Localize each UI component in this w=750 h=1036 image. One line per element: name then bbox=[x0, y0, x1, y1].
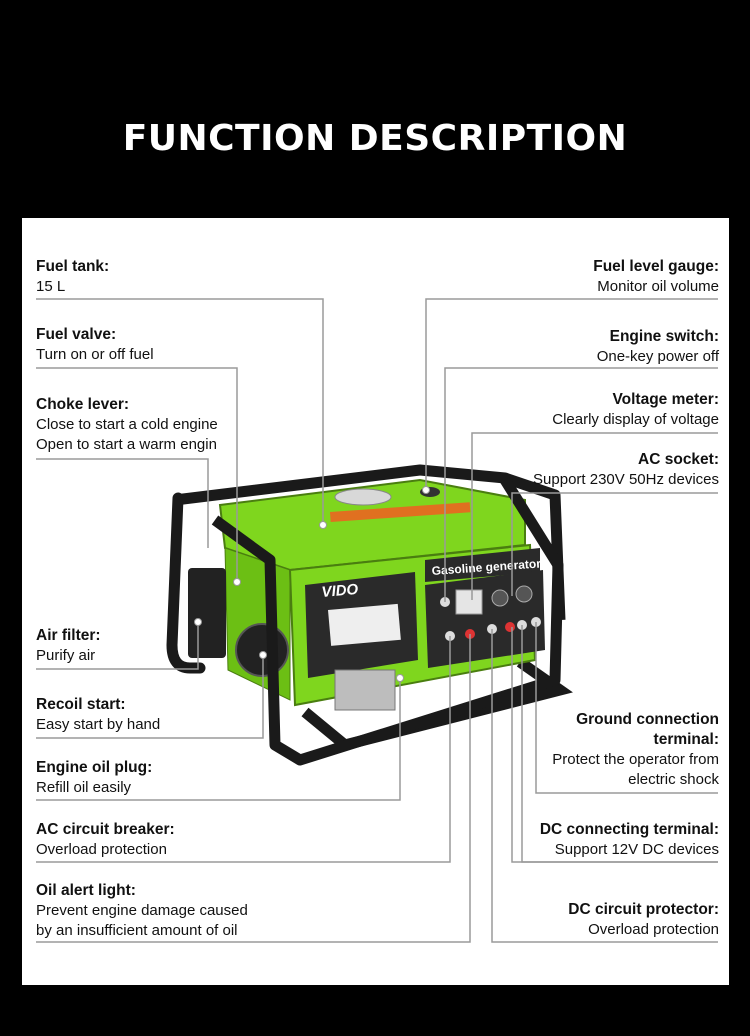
label-title: Recoil start: bbox=[36, 696, 126, 713]
label-desc: Refill oil easily bbox=[36, 779, 132, 796]
leader-fuel-tank bbox=[36, 298, 324, 525]
label-desc: Clearly display of voltage bbox=[552, 411, 719, 428]
brand-logo: VIDO bbox=[321, 581, 359, 601]
label-title: Engine oil plug: bbox=[36, 759, 153, 776]
label-ground-terminal: Ground connection terminal: Protect the … bbox=[552, 710, 719, 790]
label-voltage-meter: Voltage meter: Clearly display of voltag… bbox=[552, 390, 719, 430]
ac-socket-shape-2 bbox=[515, 585, 533, 603]
frame-left bbox=[166, 492, 206, 674]
label-title: AC socket: bbox=[638, 451, 719, 468]
label-oil-alert: Oil alert light: Prevent engine damage c… bbox=[36, 881, 248, 941]
leader-oil-alert bbox=[36, 634, 471, 943]
label-desc: Turn on or off fuel bbox=[36, 346, 154, 363]
label-desc: Open to start a warm engin bbox=[36, 436, 217, 453]
label-title: Ground connection bbox=[576, 711, 719, 728]
label-desc: Overload protection bbox=[36, 841, 167, 858]
label-desc: Overload protection bbox=[588, 921, 719, 938]
leader-dot bbox=[319, 521, 327, 529]
label-title: Choke lever: bbox=[36, 396, 130, 413]
label-title: Fuel tank: bbox=[36, 258, 110, 275]
label-ac-socket: AC socket: Support 230V 50Hz devices bbox=[533, 450, 719, 490]
label-title-cont: terminal: bbox=[653, 731, 719, 748]
label-ac-breaker: AC circuit breaker: Overload protection bbox=[36, 820, 175, 860]
leader-dot bbox=[396, 674, 404, 682]
label-engine-oil-plug: Engine oil plug: Refill oil easily bbox=[36, 758, 152, 798]
leader-choke-lever bbox=[36, 458, 209, 548]
warning-stripe bbox=[329, 502, 471, 522]
frame-front bbox=[211, 477, 564, 766]
leader-engine-oil-plug bbox=[36, 678, 401, 801]
leader-fuel-valve bbox=[36, 367, 238, 582]
label-desc: Support 230V 50Hz devices bbox=[533, 471, 719, 488]
leader-dot bbox=[422, 486, 430, 494]
label-choke-lever: Choke lever: Close to start a cold engin… bbox=[36, 395, 218, 455]
voltage-meter-shape bbox=[455, 589, 483, 615]
label-title: Fuel valve: bbox=[36, 326, 117, 343]
leader-dc-protector bbox=[491, 629, 718, 943]
label-air-filter: Air filter: Purify air bbox=[36, 626, 101, 666]
leader-dot bbox=[233, 578, 241, 586]
label-title: DC connecting terminal: bbox=[539, 821, 719, 838]
label-title: AC circuit breaker: bbox=[36, 821, 175, 838]
label-desc: One-key power off bbox=[596, 348, 719, 365]
label-desc: 15 L bbox=[36, 278, 66, 295]
leader-dot bbox=[194, 618, 202, 626]
leader-air-filter bbox=[36, 622, 199, 670]
label-desc: Support 12V DC devices bbox=[554, 841, 719, 858]
fuel-cap bbox=[334, 488, 392, 506]
label-title: Voltage meter: bbox=[612, 391, 719, 408]
label-desc: Close to start a cold engine bbox=[36, 416, 218, 433]
label-engine-switch: Engine switch: One-key power off bbox=[597, 327, 719, 367]
leader-engine-switch bbox=[444, 367, 718, 602]
leader-ac-breaker bbox=[36, 636, 451, 863]
leader-fuel-gauge bbox=[425, 298, 718, 490]
spec-sticker bbox=[328, 603, 401, 646]
leader-dc-terminal-2 bbox=[521, 625, 718, 863]
leader-recoil-start bbox=[36, 655, 264, 739]
label-fuel-valve: Fuel valve: Turn on or off fuel bbox=[36, 325, 154, 365]
label-dc-protector: DC circuit protector: Overload protectio… bbox=[568, 900, 719, 940]
label-desc: by an insufficient amount of oil bbox=[36, 922, 238, 939]
leader-ground-terminal bbox=[535, 622, 718, 794]
control-panel bbox=[425, 570, 545, 668]
label-title: Air filter: bbox=[36, 627, 101, 644]
leader-ac-socket bbox=[511, 492, 718, 596]
label-fuel-gauge: Fuel level gauge: Monitor oil volume bbox=[593, 257, 719, 297]
label-desc: Purify air bbox=[36, 647, 96, 664]
label-desc: Protect the operator from bbox=[552, 751, 719, 768]
page-title: FUNCTION DESCRIPTION bbox=[122, 118, 628, 159]
label-title: Fuel level gauge: bbox=[593, 258, 719, 275]
label-recoil-start: Recoil start: Easy start by hand bbox=[36, 695, 160, 735]
label-desc: Monitor oil volume bbox=[597, 278, 719, 295]
engine-block bbox=[334, 669, 396, 711]
label-title: Engine switch: bbox=[609, 328, 719, 345]
label-title: Oil alert light: bbox=[36, 882, 136, 899]
label-desc: Prevent engine damage caused bbox=[36, 902, 248, 919]
frame-back bbox=[174, 464, 566, 621]
leader-dot bbox=[259, 651, 267, 659]
leader-voltage-meter bbox=[471, 432, 718, 600]
label-desc: electric shock bbox=[628, 771, 719, 788]
label-fuel-tank: Fuel tank: 15 L bbox=[36, 257, 109, 297]
label-dc-terminal: DC connecting terminal: Support 12V DC d… bbox=[540, 820, 719, 860]
label-desc: Easy start by hand bbox=[36, 716, 161, 733]
ac-socket-shape bbox=[491, 589, 509, 607]
label-title: DC circuit protector: bbox=[568, 901, 719, 918]
